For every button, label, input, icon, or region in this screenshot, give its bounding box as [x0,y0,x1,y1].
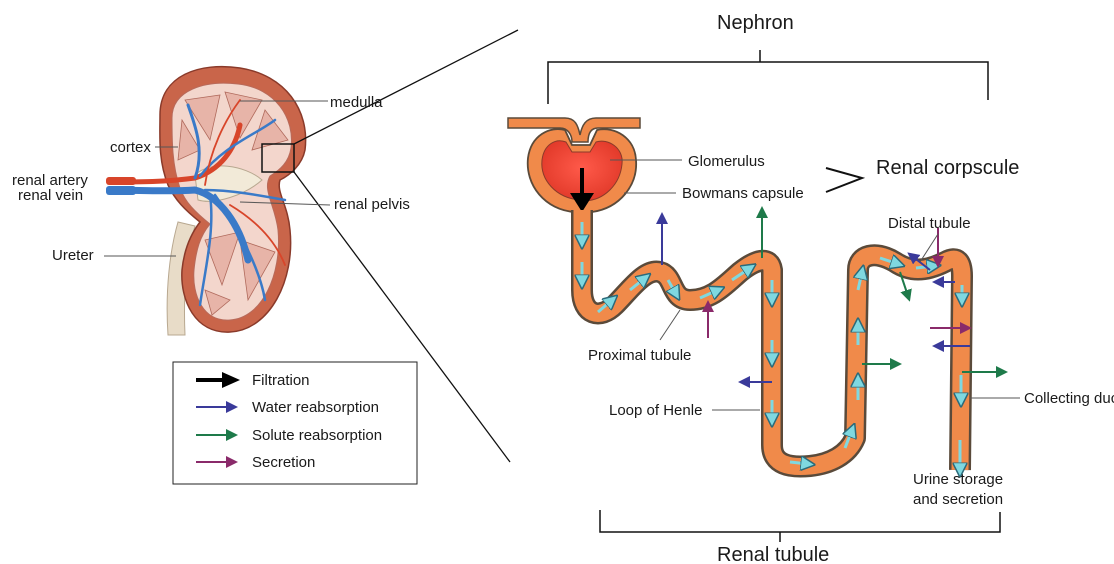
legend-secretion-label: Secretion [252,454,315,471]
urine-label-line2: and secretion [913,491,1003,508]
legend-filtration-label: Filtration [252,372,310,389]
proximal-tubule-label: Proximal tubule [588,347,691,364]
secretion-arrows [708,228,966,338]
distal-tubule-label: Distal tubule [888,215,971,232]
renal-corpuscle-chevron [826,168,862,192]
collecting-duct-label: Collecting duct [1024,390,1114,407]
legend-water-label: Water reabsorption [252,399,379,416]
renal-artery-trunk [106,177,136,185]
zoom-line-top [294,30,518,144]
renal-tubule-bracket [600,510,1000,542]
urine-label-line1: Urine storage [913,471,1003,488]
kidney-illustration [106,67,306,335]
medulla-label: medulla [330,94,383,111]
bowmans-capsule-label: Bowmans capsule [682,185,804,202]
renal-corpuscle-label: Renal corpscule [876,157,1019,179]
renal-tubule-title: Renal tubule [717,544,829,564]
glomerulus-label: Glomerulus [688,153,765,170]
nephron-title: Nephron [717,12,794,34]
nephron-bracket [548,50,988,104]
proximal-tubule-leader [660,310,680,340]
legend-solute-label: Solute reabsorption [252,427,382,444]
legend: Filtration Water reabsorption Solute rea… [173,362,417,484]
loop-of-henle-label: Loop of Henle [609,402,702,419]
renal-vein-trunk [106,186,136,195]
renal-vein-label: renal vein [18,187,83,204]
ureter-label: Ureter [52,247,94,264]
renal-pelvis-label: renal pelvis [334,196,410,213]
cortex-label: cortex [110,139,151,156]
